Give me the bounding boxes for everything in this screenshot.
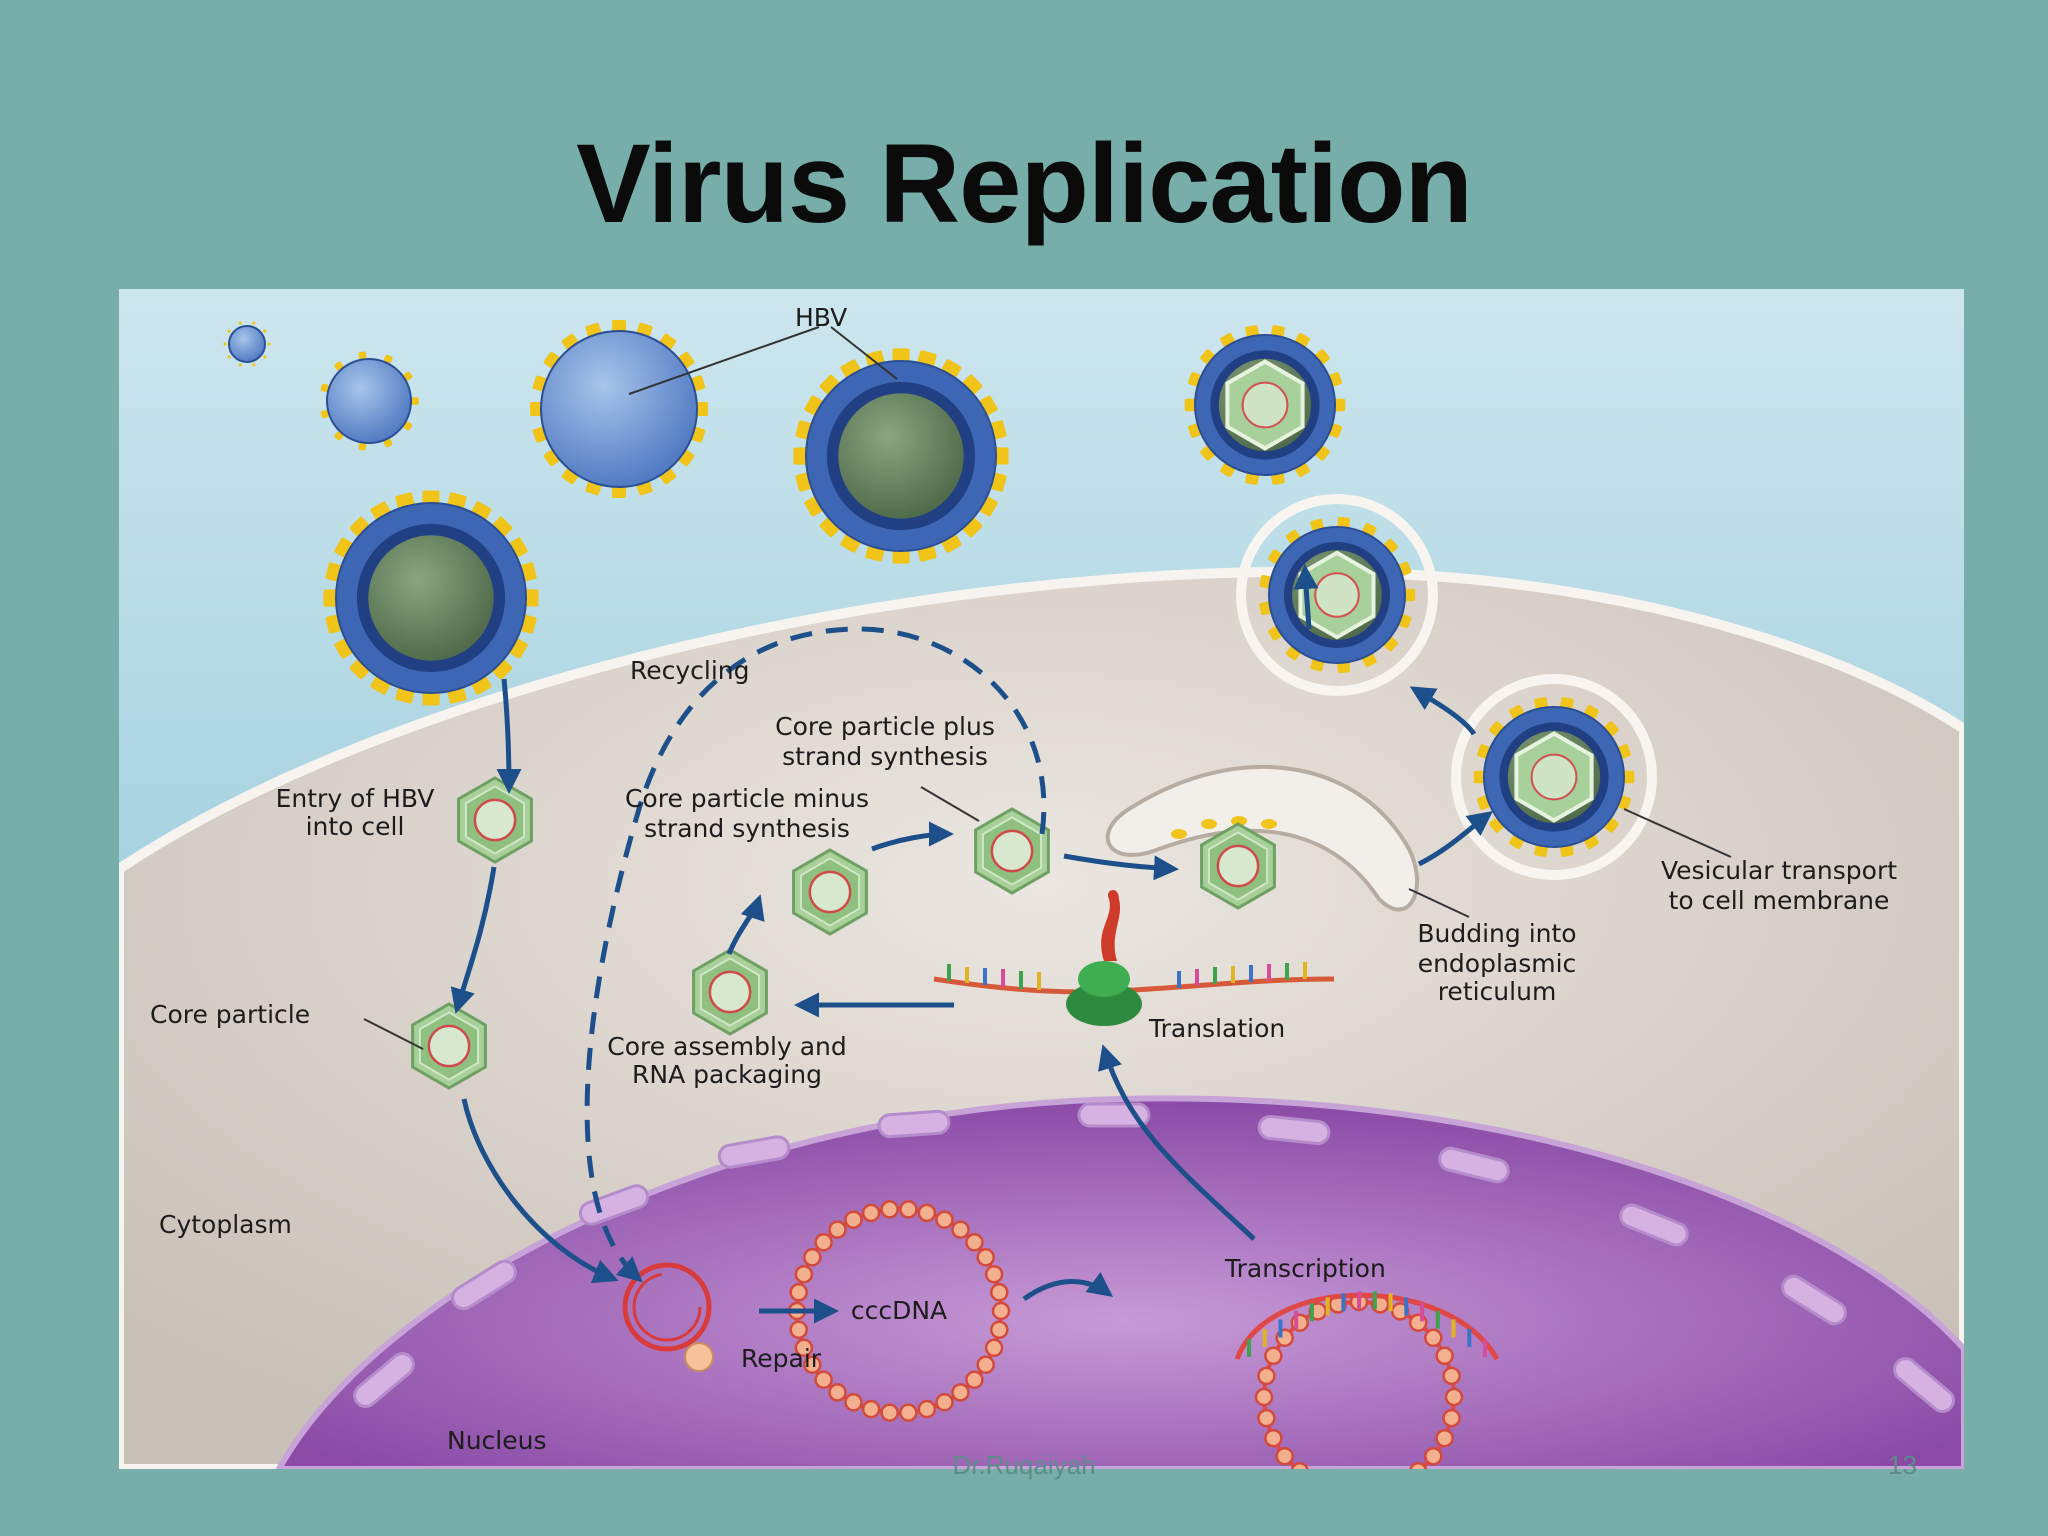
label-entry-1: Entry of HBV [276, 784, 435, 813]
pathway-arrows [450, 564, 1493, 1324]
label-recycling: Recycling [630, 656, 750, 685]
surface-spike [267, 342, 271, 346]
core-particle-cytoplasm [411, 1002, 487, 1090]
label-core-assembly-1: Core assembly and [607, 1032, 847, 1061]
diagram-labels: HBV Recycling Core particle plus strand … [150, 303, 1897, 1455]
label-nucleus: Nucleus [447, 1426, 547, 1455]
surface-spike [252, 363, 256, 367]
surface-spike [223, 342, 227, 346]
label-vesicular-1: Vesicular transport [1661, 856, 1897, 885]
surface-spike [263, 329, 267, 333]
hbv-virion-in-vesicle [1451, 674, 1657, 880]
label-core-minus-2: strand synthesis [644, 814, 850, 843]
surface-spike [1402, 588, 1416, 602]
cccdna-circle [787, 1200, 1011, 1422]
core-particle-to-er [1200, 822, 1276, 910]
hbv-virion-entering [323, 490, 539, 706]
surface-spike [252, 321, 256, 325]
label-vesicular-2: to cell membrane [1669, 886, 1890, 915]
label-translation: Translation [1148, 1014, 1285, 1043]
hbv-virion-released [1184, 325, 1346, 485]
hbv-virion-small [223, 321, 271, 367]
core-particle-minus-strand [792, 848, 868, 936]
rcdna-circle [622, 1262, 714, 1372]
page-number: 13 [1888, 1450, 1917, 1480]
surface-spike [320, 409, 330, 419]
core-particle-plus-strand [974, 807, 1050, 895]
surface-spike [383, 438, 393, 448]
hbv-virion-large [530, 320, 708, 498]
label-core-particle: Core particle [150, 1000, 310, 1029]
label-cccdna: cccDNA [851, 1296, 947, 1325]
surface-spike [238, 363, 242, 367]
surface-spike [320, 383, 330, 393]
transcribing-cccdna [1234, 1291, 1500, 1469]
ribosome [1066, 889, 1142, 1026]
core-particle-assembly [692, 948, 768, 1036]
hbv-virion-budding [1236, 494, 1438, 696]
surface-spike [358, 442, 367, 451]
surface-spike [227, 355, 231, 359]
hbv-virion-medium [320, 351, 419, 451]
nuclear-pores [353, 1102, 1955, 1413]
leader-lines [363, 326, 1732, 1050]
surface-spike [411, 397, 419, 405]
surface-spike [238, 321, 242, 325]
surface-spike [358, 351, 367, 360]
label-budding-2: endoplasmic [1418, 949, 1577, 978]
slide-title: Virus Replication [576, 121, 1473, 246]
surface-spike [227, 329, 231, 333]
label-core-plus-2: strand synthesis [782, 742, 988, 771]
label-core-minus-1: Core particle minus [625, 784, 869, 813]
core-particle-entry [457, 776, 533, 864]
footer-author: Dr.Ruqaiyah [952, 1450, 1096, 1480]
label-entry-2: into cell [306, 812, 405, 841]
endoplasmic-reticulum [1105, 764, 1419, 912]
label-budding-1: Budding into [1417, 919, 1576, 948]
label-transcription: Transcription [1224, 1254, 1386, 1283]
surface-spike [263, 355, 267, 359]
hbv-replication-diagram: HBV Recycling Core particle plus strand … [119, 289, 1964, 1469]
label-repair: Repair [741, 1344, 822, 1373]
label-core-assembly-2: RNA packaging [632, 1060, 822, 1089]
nucleus [275, 1095, 1964, 1469]
hbv-virion-with-capsid [793, 348, 1009, 564]
er-membrane-proteins [1171, 816, 1277, 839]
label-hbv: HBV [795, 303, 847, 332]
label-cytoplasm: Cytoplasm [159, 1210, 292, 1239]
label-budding-3: reticulum [1438, 977, 1557, 1006]
label-core-plus-1: Core particle plus [775, 712, 995, 741]
surface-spike [383, 354, 393, 364]
